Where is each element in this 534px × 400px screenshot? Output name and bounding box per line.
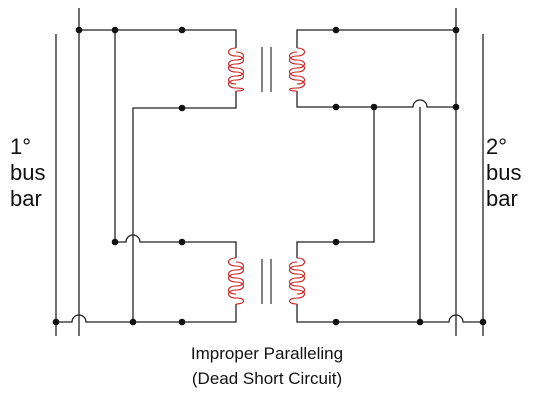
- secondary-label-line-2: bus: [486, 160, 522, 185]
- upper-transformer-core: [261, 47, 272, 92]
- secondary-label-line-1: 2°: [486, 134, 508, 159]
- secondary-label-line-3: bar: [486, 186, 518, 211]
- upper-primary-coil: [227, 47, 245, 92]
- top-primary-wire: [79, 29, 237, 48]
- primary-bus-bar-label: 1° bus bar: [10, 134, 45, 212]
- primary-label-line-2: bus: [10, 160, 46, 185]
- primary-label-line-1: 1°: [10, 134, 32, 159]
- junction-dots: [52, 26, 487, 326]
- lower-transformer-core: [261, 259, 272, 304]
- lower-secondary-coil: [288, 257, 306, 305]
- crossover-wire: [114, 30, 237, 258]
- primary-label-line-3: bar: [10, 186, 42, 211]
- bottom-primary-wire: [56, 304, 237, 323]
- upper-primary-bottom-lead: [132, 91, 237, 322]
- secondary-bottom-lead: [296, 304, 483, 323]
- secondary-drop-wire: [296, 107, 375, 258]
- upper-secondary-top-lead: [296, 29, 456, 48]
- lower-primary-coil: [227, 257, 245, 305]
- diagram-caption-line-2: (Dead Short Circuit): [191, 369, 343, 388]
- upper-secondary-bottom-lead: [296, 91, 456, 108]
- upper-secondary-coil: [288, 47, 306, 92]
- secondary-bus-bar-label: 2° bus bar: [486, 134, 521, 212]
- diagram-caption-line-1: Improper Paralleling: [190, 344, 344, 363]
